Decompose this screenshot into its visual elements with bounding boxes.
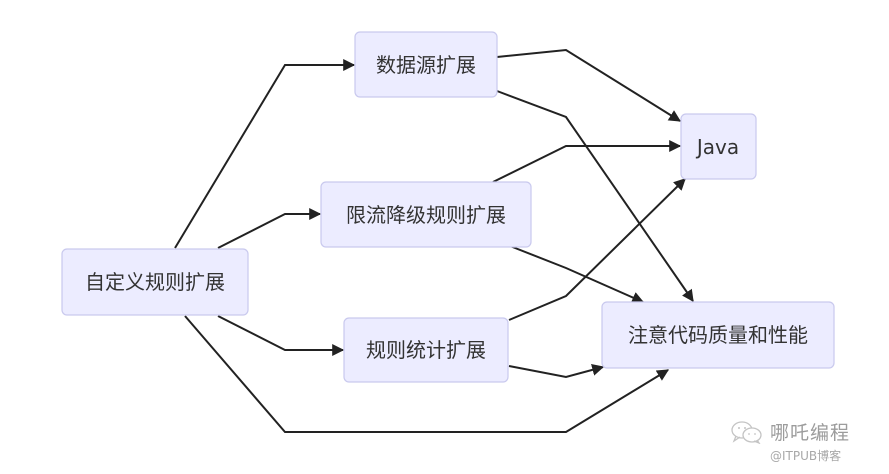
node-flow: 限流降级规则扩展 xyxy=(320,181,532,248)
node-label: 自定义规则扩展 xyxy=(85,270,225,294)
node-label: Java xyxy=(695,135,739,159)
edge-datasource-to-quality xyxy=(496,90,694,302)
node-java: Java xyxy=(680,113,757,180)
watermark: 哪吒编程 @ITPUB博客 xyxy=(730,418,850,464)
edge-datasource-to-java xyxy=(496,48,682,122)
edge-custom-to-datasource xyxy=(174,59,356,249)
watermark-subtitle: @ITPUB博客 xyxy=(770,449,842,463)
edge-flow-to-quality xyxy=(509,245,645,304)
edge-stats-to-quality xyxy=(508,364,605,379)
node-quality: 注意代码质量和性能 xyxy=(601,301,835,369)
node-custom: 自定义规则扩展 xyxy=(61,248,249,316)
node-label: 限流降级规则扩展 xyxy=(346,203,506,227)
edge-custom-to-quality xyxy=(184,315,670,433)
node-label: 数据源扩展 xyxy=(376,53,476,77)
edge-flow-to-java xyxy=(492,140,682,183)
edge-custom-to-stats xyxy=(217,315,345,356)
node-label: 规则统计扩展 xyxy=(366,338,486,362)
edge-stats-to-java xyxy=(508,178,686,321)
wechat-icon xyxy=(731,420,762,444)
node-stats: 规则统计扩展 xyxy=(343,317,509,383)
node-label: 注意代码质量和性能 xyxy=(628,323,808,347)
node-datasource: 数据源扩展 xyxy=(354,31,498,98)
edge-custom-to-flow xyxy=(217,208,322,249)
watermark-title: 哪吒编程 xyxy=(770,422,851,444)
